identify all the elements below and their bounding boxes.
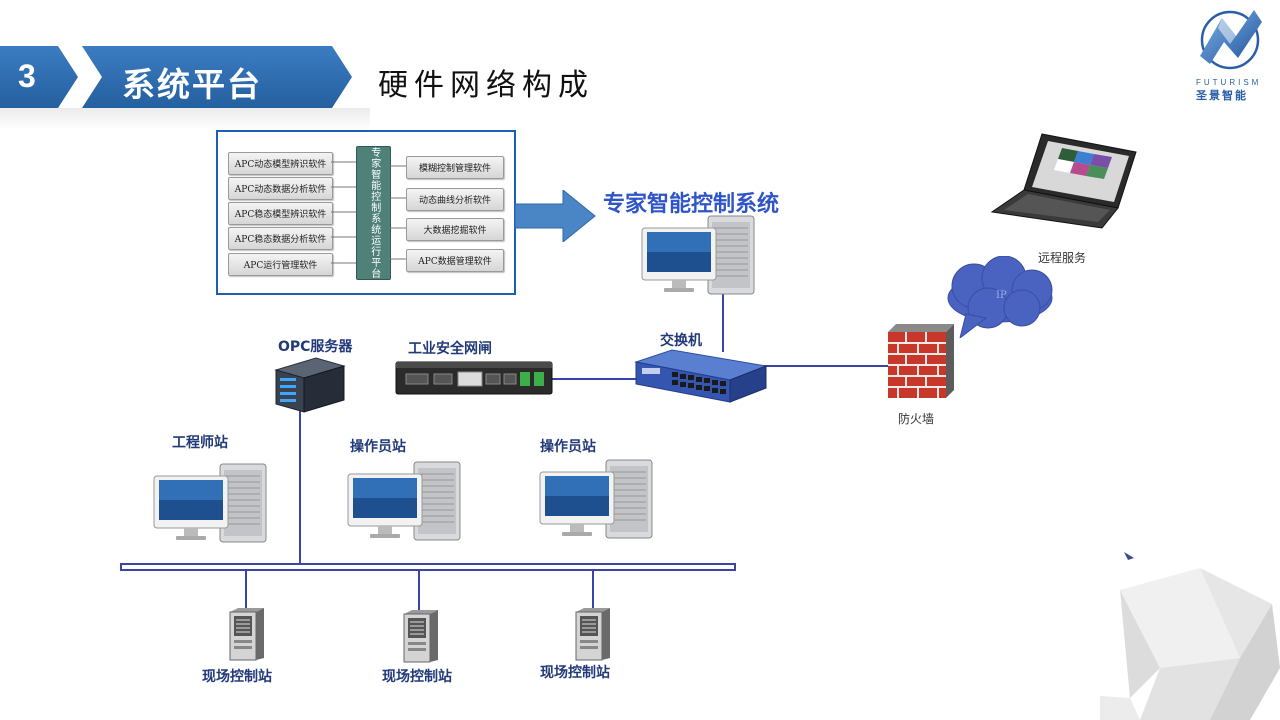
- sw-item-apc-dynamic-data: APC动态数据分析软件: [228, 177, 333, 200]
- field-station-3-icon: [575, 608, 610, 661]
- cloud-icon: [947, 256, 1053, 338]
- expert-computer-icon: [641, 215, 755, 295]
- sw-item-fuzzy-control: 模糊控制管理软件: [406, 156, 504, 179]
- header-shadow: [0, 108, 370, 130]
- link-bus-field-3: [592, 571, 594, 611]
- link-switch-to-firewall: [764, 365, 894, 367]
- operator-computer-2-icon: [539, 459, 653, 539]
- sw-item-apc-steady-model: APC稳态模型辨识软件: [228, 202, 333, 225]
- field-station-1-label: 现场控制站: [202, 669, 272, 685]
- logo-brand-en: FUTURISM: [1196, 78, 1262, 87]
- section-title-banner: 系统平台: [82, 46, 354, 108]
- operator-station-2-label: 操作员站: [540, 439, 596, 455]
- gateway-label: 工业安全网闸: [408, 341, 492, 357]
- page-subtitle: 硬件网络构成: [378, 68, 594, 103]
- firewall-label: 防火墙: [898, 412, 935, 426]
- section-title: 系统平台: [122, 65, 262, 104]
- switch-icon: [634, 349, 768, 403]
- link-opc-to-bus: [299, 410, 301, 565]
- field-station-1-icon: [229, 608, 264, 661]
- operator-computer-1-icon: [347, 461, 461, 541]
- field-station-3-label: 现场控制站: [540, 665, 610, 681]
- header-band: 3: [0, 46, 100, 108]
- link-bus-field-1: [245, 571, 247, 611]
- cloud-label: IP: [996, 290, 1007, 301]
- sw-item-apc-steady-data: APC稳态数据分析软件: [228, 227, 333, 250]
- logo-brand-cn: 圣景智能: [1196, 89, 1248, 102]
- engineer-computer-icon: [153, 463, 267, 543]
- arrow-right-icon: [515, 190, 596, 242]
- brand-logo: FUTURISM 圣景智能: [1192, 6, 1272, 102]
- link-gateway-to-switch: [552, 378, 638, 380]
- remote-service-label: 远程服务: [1038, 251, 1087, 265]
- field-station-2-label: 现场控制站: [382, 669, 452, 685]
- link-expert-to-switch: [722, 292, 724, 352]
- software-platform-panel: APC动态模型辨识软件 APC动态数据分析软件 APC稳态模型辨识软件 APC稳…: [216, 130, 516, 295]
- network-bus: [120, 563, 736, 571]
- opc-server-label: OPC服务器: [278, 339, 353, 355]
- sw-item-bigdata-mining: 大数据挖掘软件: [406, 218, 504, 241]
- security-gateway-icon: [395, 361, 553, 395]
- expert-system-title: 专家智能控制系统: [603, 192, 780, 217]
- operator-station-1-label: 操作员站: [350, 439, 406, 455]
- section-number: 3: [18, 58, 36, 94]
- sw-item-apc-dynamic-model: APC动态模型辨识软件: [228, 152, 333, 175]
- sw-item-apc-data-manage: APC数据管理软件: [406, 249, 504, 272]
- laptop-icon: [990, 133, 1137, 229]
- field-station-2-icon: [403, 610, 438, 663]
- firewall-icon: [888, 324, 954, 398]
- platform-center-label: 专家智能控制系统运行平台: [356, 146, 391, 280]
- opc-server-icon: [274, 357, 346, 413]
- engineer-station-label: 工程师站: [172, 435, 228, 451]
- sw-item-apc-operation: APC运行管理软件: [228, 253, 333, 276]
- link-bus-field-2: [418, 571, 420, 613]
- switch-label: 交换机: [660, 333, 702, 349]
- decorative-facets: [1100, 552, 1280, 720]
- sw-item-curve-analysis: 动态曲线分析软件: [406, 188, 504, 211]
- logo-emblem-icon: [1200, 10, 1262, 70]
